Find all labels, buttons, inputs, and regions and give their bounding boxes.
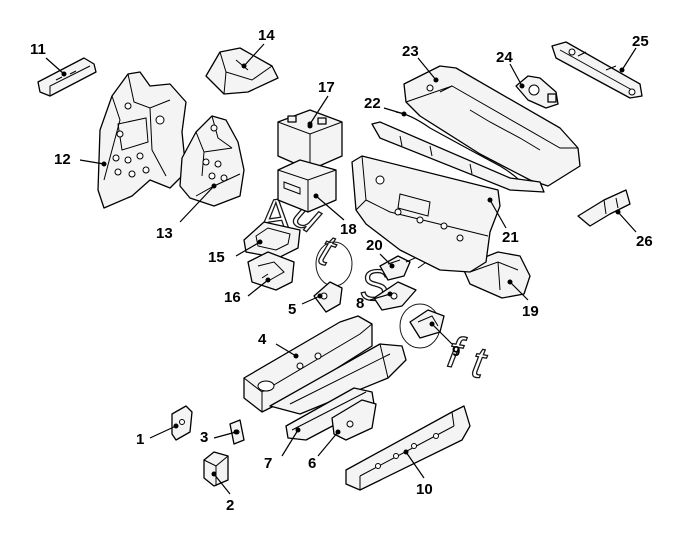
part-10-sill-rail <box>345 405 471 491</box>
callout-1: 1 <box>136 431 144 448</box>
part-1-bracket <box>171 405 193 441</box>
callout-4: 4 <box>258 331 267 348</box>
part-21-cowl-lower <box>371 121 545 193</box>
callout-3: 3 <box>200 429 208 446</box>
callout-14: 14 <box>258 27 275 44</box>
callout-11: 11 <box>30 41 46 58</box>
callout-13: 13 <box>156 225 173 242</box>
callout-24: 24 <box>496 49 513 66</box>
part-4-frame-rail <box>243 315 373 413</box>
part-2-block <box>203 451 229 487</box>
callout-10: 10 <box>416 481 433 498</box>
part-4-frame-rail-lower <box>269 343 407 415</box>
callout-23: 23 <box>402 43 419 60</box>
callout-22: 22 <box>364 95 381 112</box>
callout-5: 5 <box>288 301 296 318</box>
callout-labels: 11 12 13 14 17 18 15 16 5 20 8 9 19 21 2… <box>30 27 653 514</box>
part-22-seal <box>395 111 529 191</box>
callout-26: 26 <box>636 233 653 250</box>
callout-20: 20 <box>366 237 383 254</box>
part-6-bracket <box>331 399 377 441</box>
callout-16: 16 <box>224 289 241 306</box>
part-25-wiper-linkage <box>551 41 643 99</box>
part-26-bracket <box>577 189 631 227</box>
callout-6: 6 <box>308 455 316 472</box>
callout-18: 18 <box>340 221 357 238</box>
part-11-bracket <box>37 57 97 97</box>
svg-text:t: t <box>468 338 490 389</box>
callout-7: 7 <box>264 455 272 472</box>
part-12-inner-panel <box>97 71 187 209</box>
callout-2: 2 <box>226 497 234 514</box>
part-13-strut-tower <box>179 115 245 207</box>
part-5-bracket <box>313 281 343 313</box>
part-8-bracket <box>373 281 417 311</box>
callout-17: 17 <box>318 79 335 96</box>
part-15-frame <box>243 221 301 259</box>
leader-lines <box>45 43 637 495</box>
callout-9: 9 <box>452 343 460 360</box>
callout-15: 15 <box>208 249 225 266</box>
part-21-dash-panel <box>351 155 501 273</box>
callout-12: 12 <box>54 151 71 168</box>
part-14-bracket <box>205 47 279 95</box>
part-17-battery <box>277 109 343 171</box>
svg-text:t: t <box>313 225 343 276</box>
part-18-battery-tray <box>277 159 337 213</box>
part-9-bracket <box>409 309 445 339</box>
callout-19: 19 <box>522 303 539 320</box>
part-23-cowl <box>403 65 581 187</box>
callout-8: 8 <box>356 295 364 312</box>
callout-25: 25 <box>632 33 649 50</box>
part-16-bracket <box>247 251 295 291</box>
callout-21: 21 <box>502 229 519 246</box>
part-24-wiper-motor <box>515 75 559 109</box>
